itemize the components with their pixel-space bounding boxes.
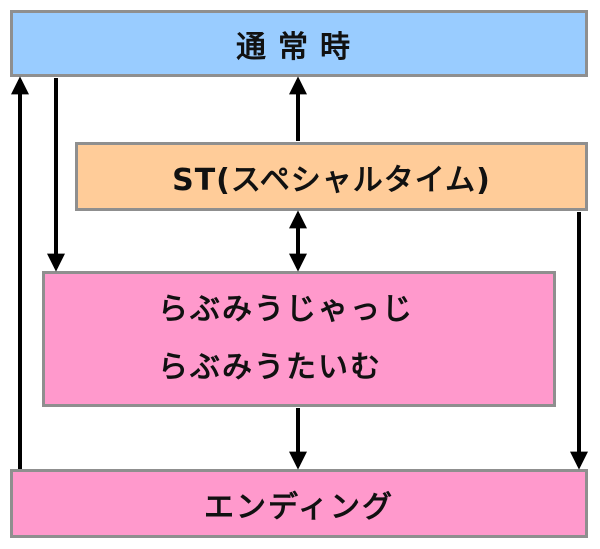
special-time-label: ST(スペシャルタイム) xyxy=(172,162,491,198)
normal-state-box: 通常時 xyxy=(10,10,588,77)
normal-state-label: 通常時 xyxy=(236,29,362,65)
ending-label: エンディング xyxy=(204,489,394,525)
love-time-label: らぶみうたいむ xyxy=(158,350,382,385)
ending-box: エンディング xyxy=(10,469,588,538)
love-judge-label: らぶみうじゃっじ xyxy=(158,292,414,327)
special-time-box: ST(スペシャルタイム) xyxy=(75,142,588,211)
love-mode-box: らぶみうじゃっじ らぶみうたいむ xyxy=(42,271,556,407)
